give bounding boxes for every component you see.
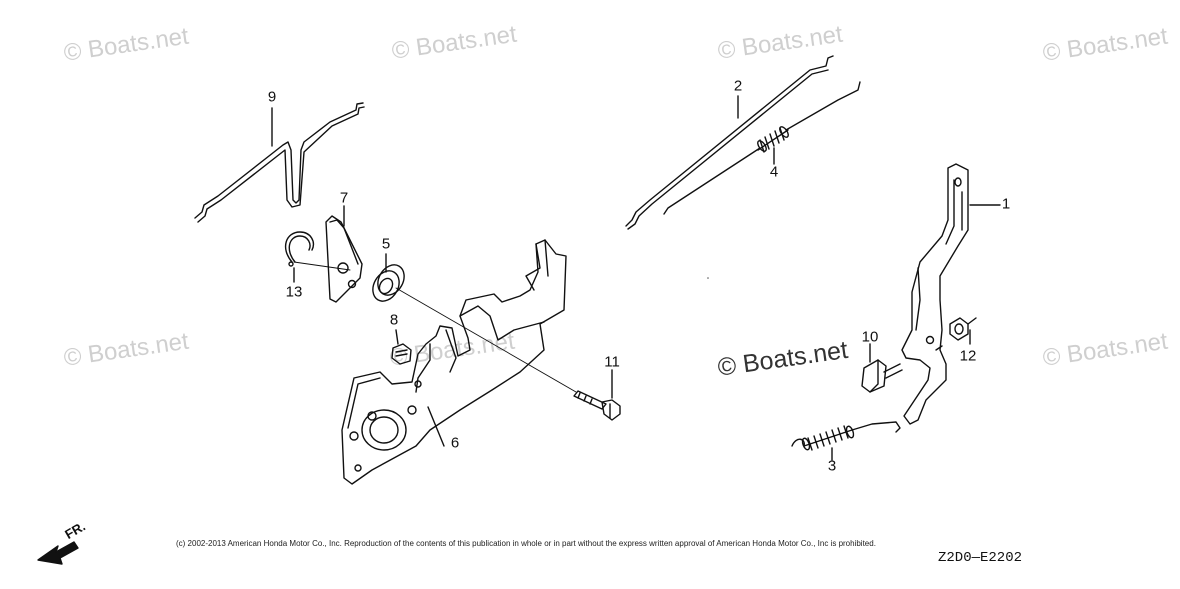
part-6-bracket	[341, 239, 567, 485]
front-arrow-icon	[37, 541, 79, 565]
callout-12: 12	[959, 347, 977, 365]
leader-6	[427, 406, 445, 447]
part-9-rod	[194, 102, 365, 223]
callout-9: 9	[267, 88, 277, 106]
callout-13: 13	[285, 283, 303, 301]
callout-3: 3	[827, 457, 837, 475]
part-4-spring-rod	[663, 81, 861, 215]
part-3-spring	[791, 421, 901, 451]
callout-8: 8	[389, 311, 399, 329]
callout-6: 6	[450, 434, 460, 452]
part-10-screw	[861, 359, 903, 393]
part-8-nut	[391, 343, 412, 365]
part-2-rod	[625, 55, 834, 230]
callout-11: 11	[604, 353, 620, 371]
callout-7: 7	[339, 189, 349, 207]
part-11-bolt	[573, 390, 621, 421]
part-7-plate	[325, 215, 363, 303]
part-12-nut	[949, 317, 977, 341]
callout-4: 4	[769, 163, 779, 181]
leader-8	[395, 329, 399, 345]
diagram-code: Z2D0—E2202	[938, 550, 1023, 566]
axis-line	[293, 261, 351, 271]
part-5-collar	[372, 264, 405, 302]
copyright-notice: (c) 2002-2013 American Honda Motor Co., …	[176, 539, 876, 548]
speck	[707, 277, 709, 279]
callout-2: 2	[733, 77, 743, 95]
part-13-clip	[284, 231, 315, 267]
callout-10: 10	[861, 328, 879, 346]
callout-5: 5	[381, 235, 391, 253]
axis-line	[395, 287, 577, 393]
part-1-lever	[901, 163, 969, 425]
callout-1: 1	[1001, 195, 1011, 213]
